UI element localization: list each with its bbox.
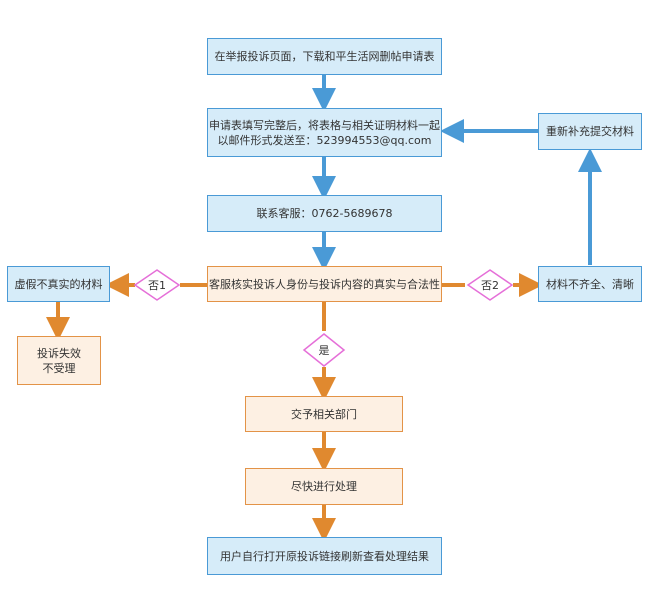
step-send-email-line1: 申请表填写完整后，将表格与相关证明材料一起 <box>209 118 440 132</box>
decision-no1-label: 否1 <box>148 279 166 292</box>
node-false-material-text: 虚假不真实的材料 <box>14 277 103 291</box>
decision-yes-shape <box>302 333 346 367</box>
decision-no1-shape <box>133 269 181 301</box>
step-process: 尽快进行处理 <box>245 468 403 505</box>
decision-no2-label: 否2 <box>481 279 499 292</box>
step-view-result: 用户自行打开原投诉链接刷新查看处理结果 <box>207 537 442 575</box>
step-handover: 交予相关部门 <box>245 396 403 432</box>
step-verify: 客服核实投诉人身份与投诉内容的真实与合法性 <box>207 266 442 302</box>
step-download-form-text: 在举报投诉页面，下载和平生活网删帖申请表 <box>214 50 435 63</box>
step-view-result-text: 用户自行打开原投诉链接刷新查看处理结果 <box>220 549 429 563</box>
node-incomplete-text: 材料不齐全、清晰 <box>546 277 634 291</box>
node-resubmit: 重新补充提交材料 <box>538 113 642 150</box>
decision-no2-shape <box>466 269 514 301</box>
step-process-text: 尽快进行处理 <box>291 480 357 493</box>
node-invalid: 投诉失效 不受理 <box>17 336 101 385</box>
step-handover-text: 交予相关部门 <box>291 407 357 421</box>
decision-yes-label: 是 <box>318 344 330 357</box>
step-verify-text: 客服核实投诉人身份与投诉内容的真实与合法性 <box>209 277 440 291</box>
node-false-material: 虚假不真实的材料 <box>7 266 110 302</box>
step-contact-service-text: 联系客服：0762-5689678 <box>256 207 393 220</box>
node-invalid-text: 投诉失效 不受理 <box>37 346 81 375</box>
node-incomplete: 材料不齐全、清晰 <box>538 266 642 302</box>
step-download-form: 在举报投诉页面，下载和平生活网删帖申请表 <box>207 38 442 75</box>
step-send-email-line2: 以邮件形式发送至：523994553@qq.com <box>217 133 432 147</box>
step-contact-service: 联系客服：0762-5689678 <box>207 195 442 232</box>
step-send-email: 申请表填写完整后，将表格与相关证明材料一起 以邮件形式发送至：523994553… <box>207 108 442 157</box>
node-resubmit-text: 重新补充提交材料 <box>546 125 634 138</box>
